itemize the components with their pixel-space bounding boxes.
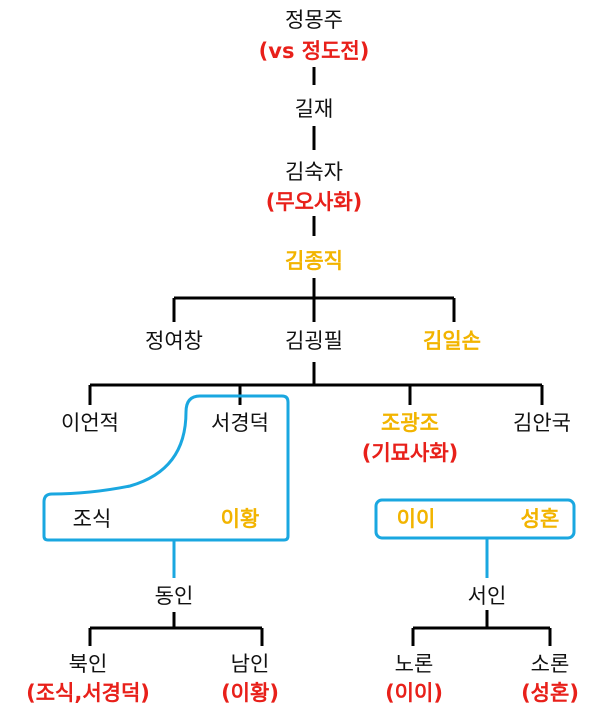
node-jeong-yeochang: 정여창 [145, 329, 203, 353]
note-noron: (이이) [385, 681, 443, 705]
node-kim-ilson: 김일손 [423, 329, 481, 353]
note-vs-jeong-dojeon: (vs 정도전) [258, 39, 370, 63]
node-seoin: 서인 [467, 584, 507, 608]
node-yi-i: 이이 [396, 507, 436, 531]
seoin-group-box [374, 498, 576, 540]
dongin-group-box [42, 394, 290, 542]
node-kim-jongjik: 김종직 [285, 249, 343, 273]
node-giljae: 길재 [294, 97, 334, 121]
node-jeong-mongju: 정몽주 [285, 8, 343, 32]
node-jo-sik: 조식 [72, 507, 112, 531]
note-muo-sahwa: (무오사화) [265, 190, 363, 214]
node-kim-goengpil: 김굉필 [285, 329, 343, 353]
node-kim-anguk: 김안국 [513, 411, 571, 435]
note-namin: (이황) [221, 681, 279, 705]
node-namin: 남인 [230, 652, 270, 676]
node-seo-gyeongdeok: 서경덕 [211, 411, 269, 435]
note-soron: (성혼) [521, 681, 579, 705]
node-bugin: 북인 [68, 652, 108, 676]
node-jo-gwangjo: 조광조 [381, 411, 439, 435]
note-bugin: (조식,서경덕) [26, 681, 150, 705]
node-soron: 소론 [530, 652, 570, 676]
node-kim-sukja: 김숙자 [285, 160, 343, 184]
node-seong-hon: 성혼 [520, 507, 560, 531]
node-yi-hwang: 이황 [220, 507, 260, 531]
node-dongin: 동인 [154, 584, 194, 608]
node-noron: 노론 [394, 652, 434, 676]
note-gimyo-sahwa: (기묘사화) [361, 441, 459, 465]
node-yi-eonjeok: 이언적 [61, 411, 119, 435]
